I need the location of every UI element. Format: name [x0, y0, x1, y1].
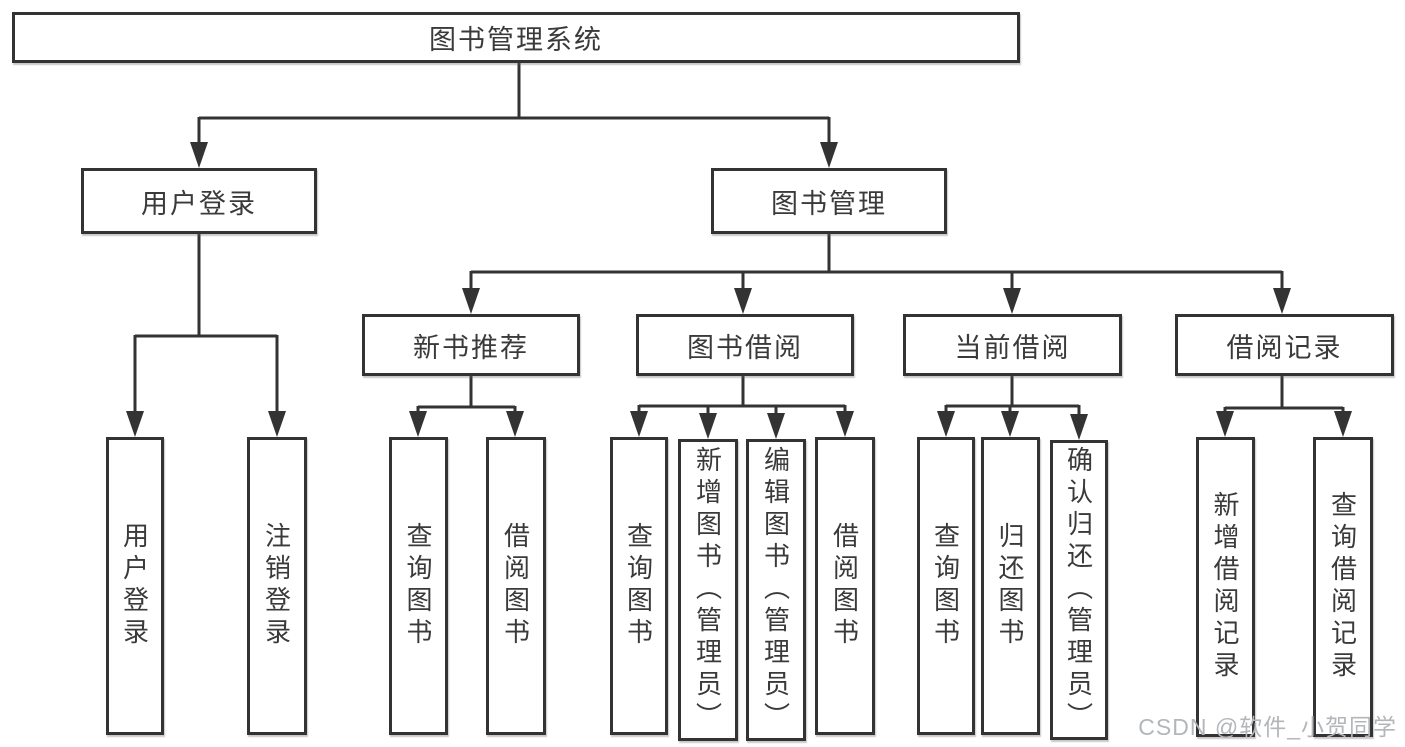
leaf-add-borrow-record: 新增借阅记录: [1196, 437, 1255, 737]
leaf-borrow-books-1: 借阅图书: [486, 437, 546, 735]
node-borrowing-records: 借阅记录: [1175, 314, 1394, 376]
node-new-book-recommend: 新书推荐: [362, 314, 580, 376]
leaf-query-borrow-record: 查询借阅记录: [1313, 437, 1373, 737]
leaf-logout: 注销登录: [247, 437, 307, 735]
csdn-watermark: CSDN @软件_小贺同学: [1138, 714, 1397, 740]
leaf-borrow-books-2: 借阅图书: [815, 437, 875, 735]
leaf-query-books-2: 查询图书: [610, 437, 668, 735]
leaf-user-login: 用户登录: [106, 437, 164, 735]
node-user-login: 用户登录: [81, 168, 317, 234]
node-book-management: 图书管理: [711, 168, 947, 234]
leaf-return-books: 归还图书: [981, 437, 1040, 735]
leaf-query-books-1: 查询图书: [389, 437, 448, 735]
leaf-confirm-return-admin: 确认归还（管理员）: [1050, 440, 1108, 740]
node-root-library-system: 图书管理系统: [12, 12, 1020, 63]
node-book-borrowing: 图书借阅: [636, 314, 854, 376]
leaf-add-books-admin: 新增图书（管理员）: [678, 439, 738, 741]
leaf-edit-books-admin: 编辑图书（管理员）: [746, 439, 806, 741]
node-current-borrowing: 当前借阅: [903, 314, 1122, 376]
leaf-query-books-3: 查询图书: [917, 437, 975, 735]
